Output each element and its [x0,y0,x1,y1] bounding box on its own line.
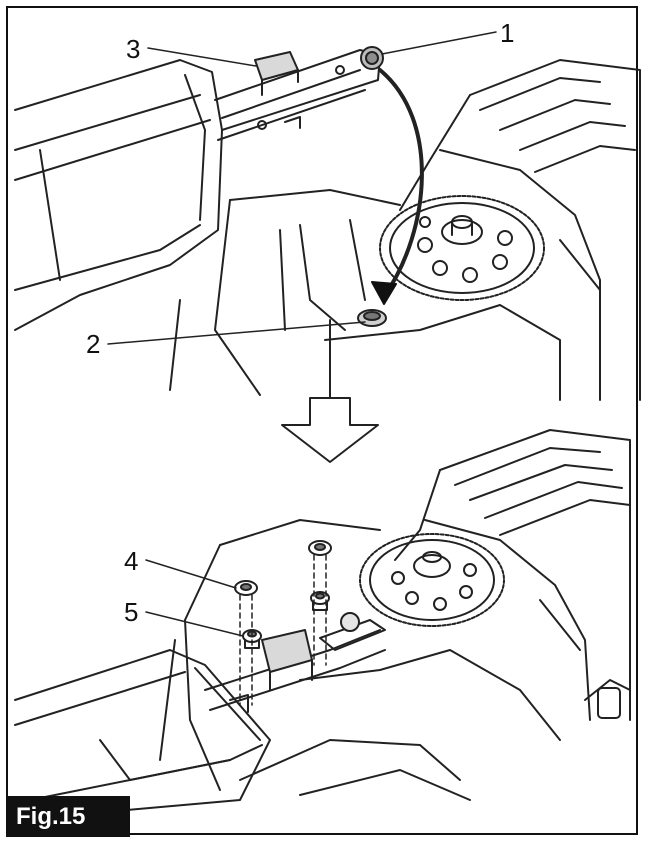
callout-1: 1 [500,18,515,48]
callout-3: 3 [126,34,141,64]
washer-4-left [234,580,258,596]
hole-2 [357,309,387,327]
tool-housing-bottom [159,429,631,801]
callout-4: 4 [124,546,139,576]
alignment-guides [239,554,327,706]
blade-rail [214,49,381,141]
gear-bottom [359,533,505,627]
callout-5: 5 [124,597,139,627]
callout-2: 2 [86,329,101,359]
insert-arrow [378,68,424,297]
gear-top [379,195,545,301]
blade-housing-bottom [14,649,271,821]
tool-housing-top [169,59,641,401]
pin-1 [360,46,384,70]
blade-housing-top [14,59,223,331]
screw-5-right [310,591,330,611]
transition-arrow [281,397,379,463]
washer-4-right [308,540,332,556]
figure-label: Fig.15 [6,796,130,837]
blade-rail-bottom [204,612,386,713]
